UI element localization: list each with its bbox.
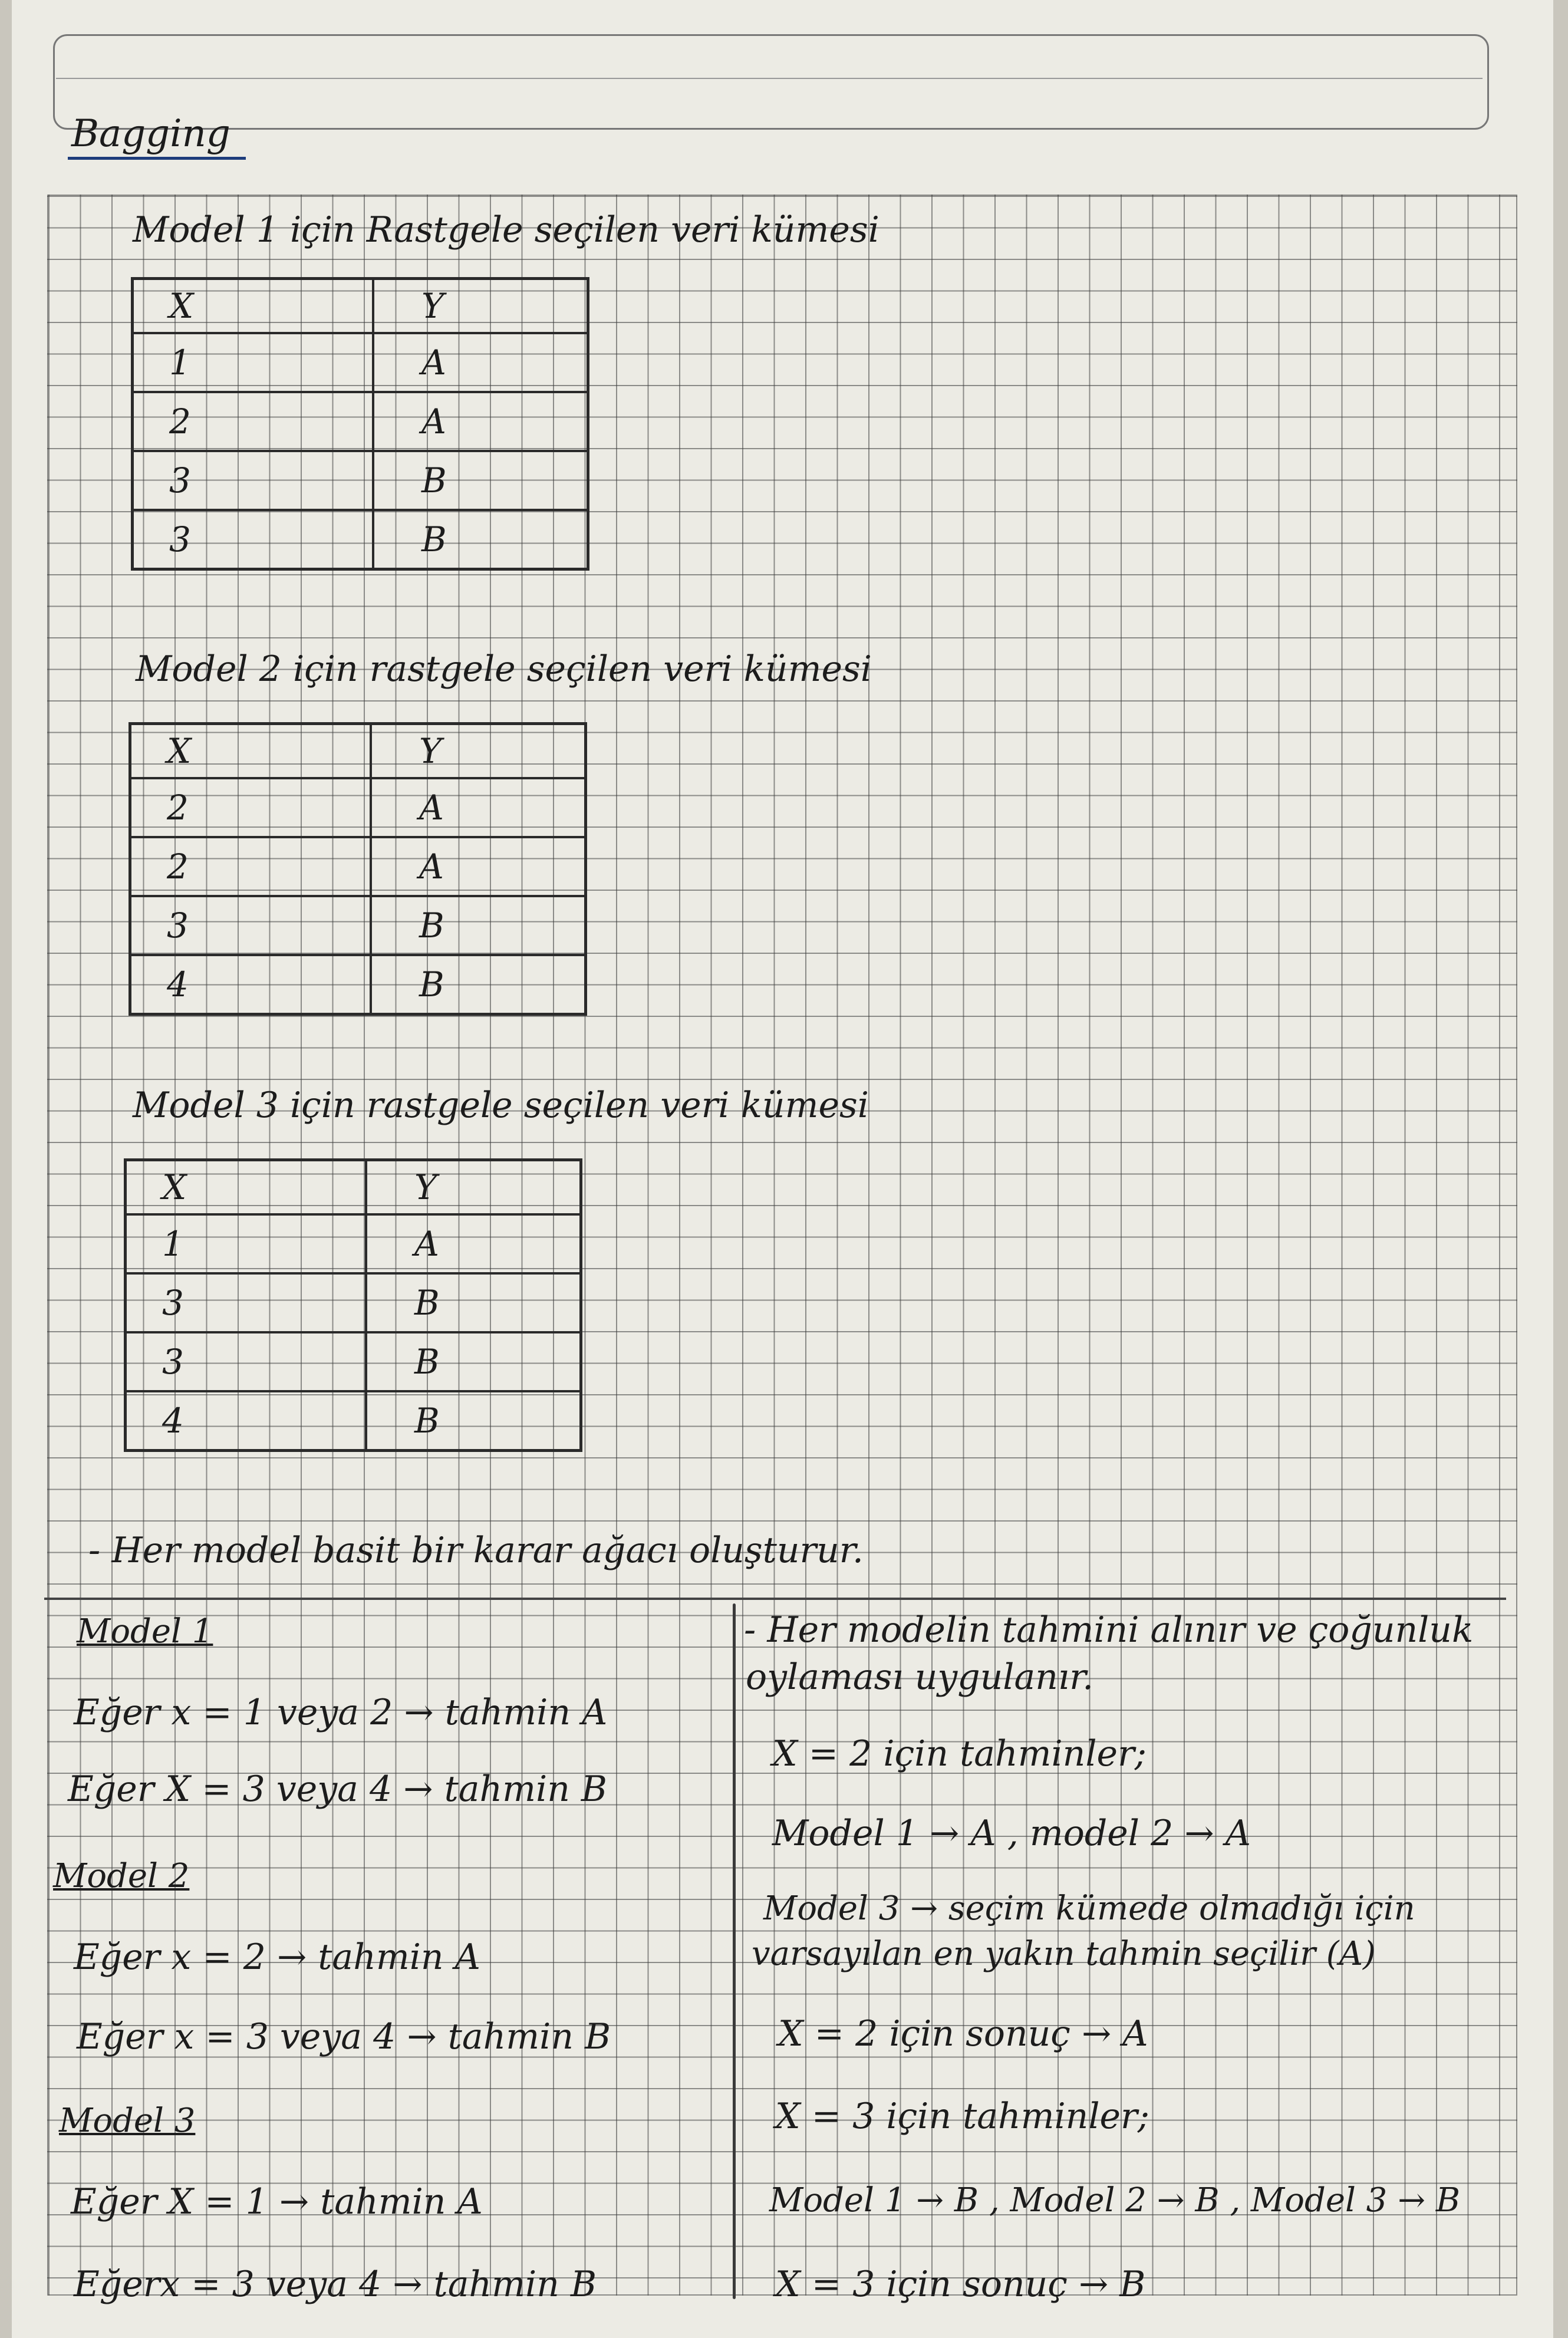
voting-intro-line-2: oylaması uygulanır.	[746, 1657, 1094, 1698]
section-rule	[44, 1598, 1506, 1600]
x3-predictions-header: X = 3 için tahminler;	[775, 2096, 1149, 2137]
cell-x: 1	[131, 332, 374, 393]
x3-result: X = 3 için sonuç → B	[775, 2264, 1146, 2305]
cell-x: 1	[124, 1213, 367, 1275]
header-y: Y	[365, 1158, 582, 1216]
cell-y: B	[365, 1272, 582, 1333]
cell-y: B	[372, 450, 589, 511]
cell-y: B	[370, 895, 587, 956]
cell-y: A	[370, 777, 587, 838]
voting-intro-line-1: - Her modelin tahmini alınır ve çoğunluk	[744, 1609, 1474, 1651]
cell-x: 4	[129, 954, 372, 1016]
model-1-heading: Model 1	[77, 1612, 213, 1651]
model-1-rule-2: Eğer X = 3 veya 4 → tahmin B	[68, 1769, 607, 1810]
x3-model-predictions: Model 1 → B , Model 2 → B , Model 3 → B	[769, 2181, 1460, 2220]
model-3-rule-1: Eğer X = 1 → tahmin A	[71, 2181, 483, 2222]
model-3-rule-2: Eğerx = 3 veya 4 → tahmin B	[74, 2264, 597, 2305]
header-y: Y	[370, 722, 587, 779]
x2-result: X = 2 için sonuç → A	[778, 2013, 1148, 2054]
column-divider	[733, 1603, 736, 2299]
model-3-heading: Model 3	[59, 2102, 196, 2140]
cell-y: B	[372, 509, 589, 571]
cell-x: 3	[131, 450, 374, 511]
table-3-caption: Model 3 için rastgele seçilen veri kümes…	[133, 1085, 869, 1126]
model-2-rule-1: Eğer x = 2 → tahmin A	[74, 1937, 480, 1978]
cell-x: 4	[124, 1390, 367, 1452]
cell-x: 3	[129, 895, 372, 956]
header-x: X	[124, 1158, 367, 1216]
header-box	[53, 34, 1489, 130]
header-rule	[56, 78, 1483, 79]
cell-y: B	[365, 1390, 582, 1452]
table-1-caption: Model 1 için Rastgele seçilen veri kümes…	[133, 209, 879, 251]
cell-x: 2	[129, 777, 372, 838]
header-y: Y	[372, 277, 589, 334]
header-x: X	[129, 722, 372, 779]
cell-y: B	[365, 1331, 582, 1392]
x2-predictions-header: X = 2 için tahminler;	[772, 1733, 1147, 1774]
model-2-heading: Model 2	[53, 1857, 190, 1895]
cell-x: 2	[129, 836, 372, 897]
model-2-rule-2: Eğer x = 3 veya 4 → tahmin B	[77, 2016, 611, 2057]
cell-x: 3	[124, 1331, 367, 1392]
cell-y: A	[372, 332, 589, 393]
cell-y: A	[370, 836, 587, 897]
cell-y: A	[372, 391, 589, 452]
page-title: Bagging	[68, 112, 246, 160]
x2-model-3-note-line-2: varsayılan en yakın tahmin seçilir (A)	[752, 1935, 1376, 1973]
table-2-caption: Model 2 için rastgele seçilen veri kümes…	[136, 648, 872, 690]
cell-x: 3	[131, 509, 374, 571]
model-1-rule-1: Eğer x = 1 veya 2 → tahmin A	[74, 1692, 608, 1733]
tree-note: - Her model basit bir karar ağacı oluştu…	[88, 1530, 864, 1571]
cell-x: 3	[124, 1272, 367, 1333]
header-x: X	[131, 277, 374, 334]
cell-x: 2	[131, 391, 374, 452]
cell-y: A	[365, 1213, 582, 1275]
x2-model-predictions: Model 1 → A , model 2 → A	[772, 1813, 1251, 1854]
x2-model-3-note-line-1: Model 3 → seçim kümede olmadığı için	[763, 1889, 1415, 1928]
cell-y: B	[370, 954, 587, 1016]
